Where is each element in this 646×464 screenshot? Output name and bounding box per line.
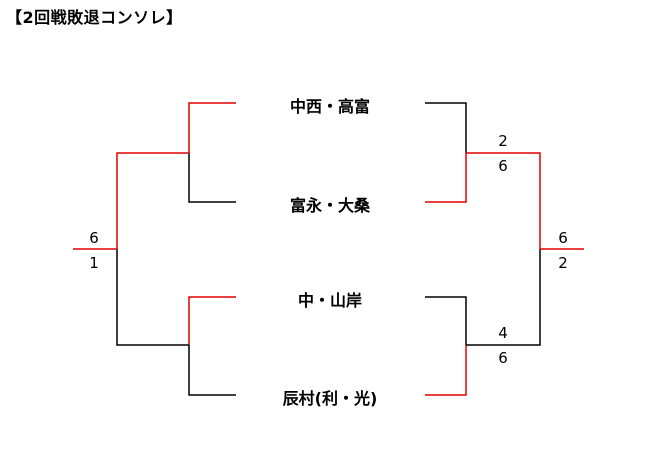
pair-1-label: 中西・高富 — [289, 97, 370, 116]
bracket-title: 【2回戦敗退コンソレ】 — [6, 8, 183, 27]
pair-3-label: 中・山岸 — [297, 291, 362, 310]
left-semi-top-line — [116, 152, 189, 249]
pair-2-label: 富永・大桑 — [289, 196, 370, 215]
left-top-pair1-line — [188, 102, 236, 153]
right-semi-top-line — [466, 152, 541, 249]
right-semi-top-score-top: 2 — [498, 132, 508, 150]
right-semi-top-score-bottom: 6 — [498, 157, 508, 175]
right-top-pair1-line — [425, 102, 467, 153]
pair-4-label: 辰村(利・光) — [282, 389, 378, 408]
right-bottom-pair3-line — [425, 296, 467, 345]
right-top-pair2-line — [425, 153, 467, 203]
right-semi-bottom-score-bottom: 6 — [498, 349, 508, 367]
left-bottom-pair3-line — [188, 296, 236, 345]
right-semi-bottom-line — [466, 249, 541, 346]
right-final-score-top: 6 — [558, 229, 568, 247]
left-bottom-pair4-line — [188, 345, 236, 396]
right-final-score-bottom: 2 — [558, 254, 568, 272]
right-semi-bottom-score-top: 4 — [498, 324, 508, 342]
left-final-score-top: 6 — [89, 229, 99, 247]
left-final-score-bottom: 1 — [89, 254, 99, 272]
right-bottom-pair4-line — [425, 345, 467, 396]
left-top-pair2-line — [188, 153, 236, 203]
left-semi-bottom-line — [116, 249, 189, 346]
